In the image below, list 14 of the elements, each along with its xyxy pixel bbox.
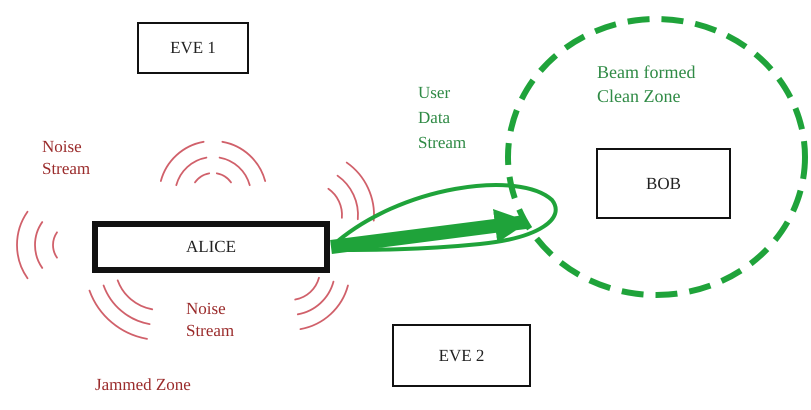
zone-label: Jammed Zone [95, 374, 192, 396]
device-box [92, 221, 330, 273]
noise-label: Noise Stream [186, 298, 236, 342]
device-name: EVE 1 [170, 38, 216, 58]
noise-label: Noise Stream [42, 136, 92, 180]
device-name: BOB [646, 174, 681, 194]
device-name: ALICE [186, 237, 236, 257]
device-box [596, 148, 731, 219]
device-name: EVE 2 [438, 346, 484, 366]
data-stream-arrow [330, 209, 529, 254]
device-box [392, 324, 531, 387]
zone-title: Beam formed Clean Zone [597, 61, 696, 108]
device-box [137, 22, 249, 74]
stream-label: User Data Stream [418, 82, 468, 154]
